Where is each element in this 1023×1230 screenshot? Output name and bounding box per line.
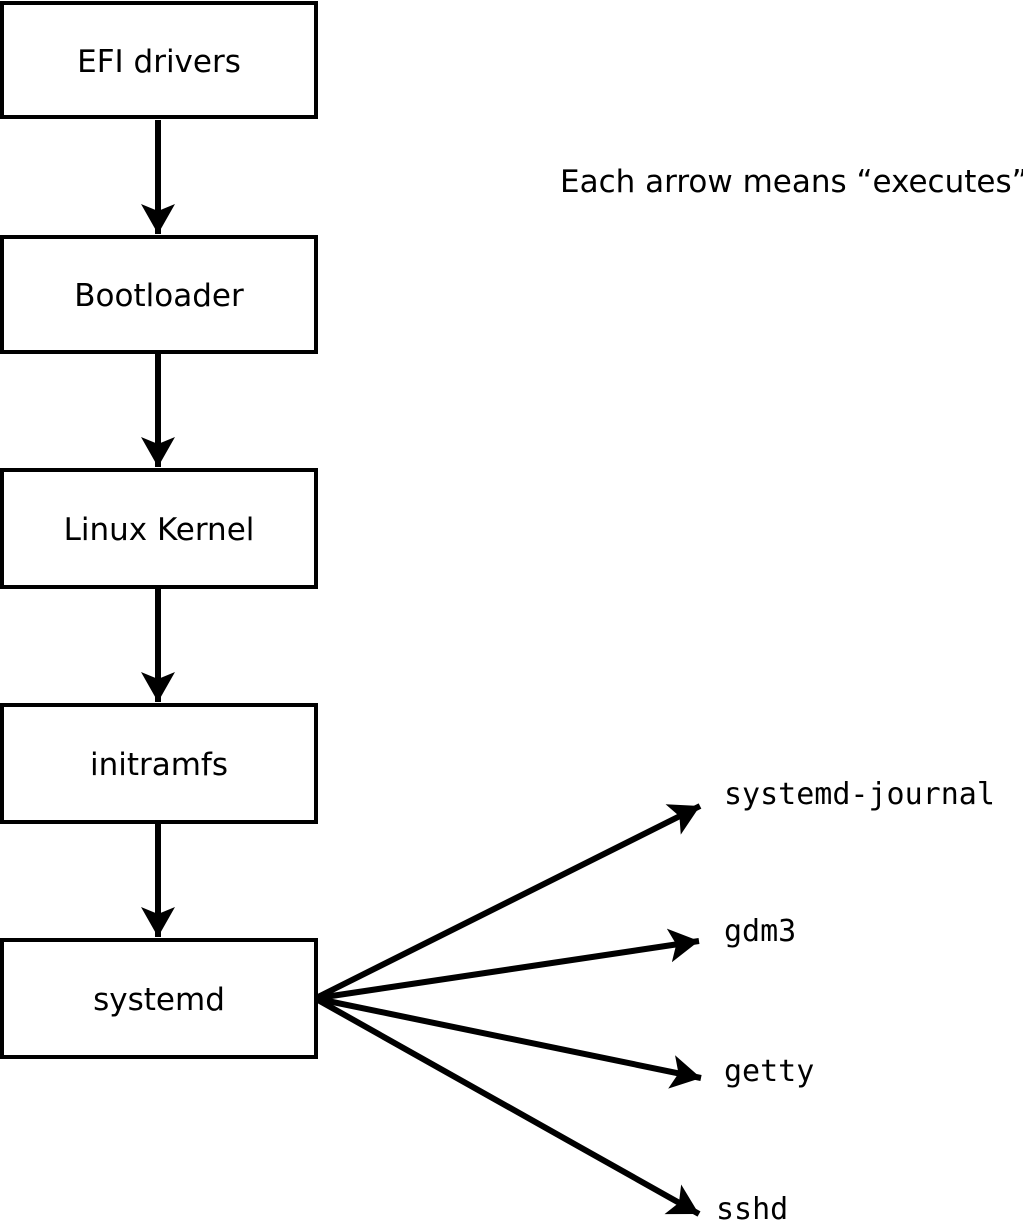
- box-efi-drivers: EFI drivers: [0, 1, 318, 119]
- daemon-label-getty: getty: [724, 1054, 814, 1089]
- daemon-label-sshd: sshd: [716, 1192, 788, 1227]
- box-efi-drivers-rect: [0, 1, 318, 119]
- box-systemd: systemd: [0, 938, 318, 1059]
- box-bootloader-label: Bootloader: [74, 278, 244, 314]
- arrow-systemd-to-sshd: [316, 997, 701, 1217]
- arrow-systemd-to-gdm3: [317, 928, 700, 1001]
- box-initramfs-label: initramfs: [90, 747, 228, 783]
- box-efi-drivers-label: EFI drivers: [77, 44, 241, 80]
- box-systemd-label: systemd: [93, 982, 225, 1018]
- box-initramfs: initramfs: [0, 703, 318, 824]
- arrow-systemd-to-journal: [316, 803, 702, 1000]
- arrow-systemd-to-getty: [317, 996, 702, 1089]
- box-systemd-rect: [0, 938, 318, 1059]
- diagram-caption: Each arrow means “executes”.: [560, 164, 1023, 200]
- daemon-label-systemd-journal: systemd-journal: [724, 777, 995, 812]
- box-bootloader: Bootloader: [0, 235, 318, 354]
- box-linux-kernel-label: Linux Kernel: [64, 512, 255, 548]
- daemon-label-gdm3: gdm3: [724, 914, 796, 949]
- box-initramfs-rect: [0, 703, 318, 824]
- box-bootloader-rect: [0, 235, 318, 354]
- box-linux-kernel: Linux Kernel: [0, 468, 318, 589]
- box-linux-kernel-rect: [0, 468, 318, 589]
